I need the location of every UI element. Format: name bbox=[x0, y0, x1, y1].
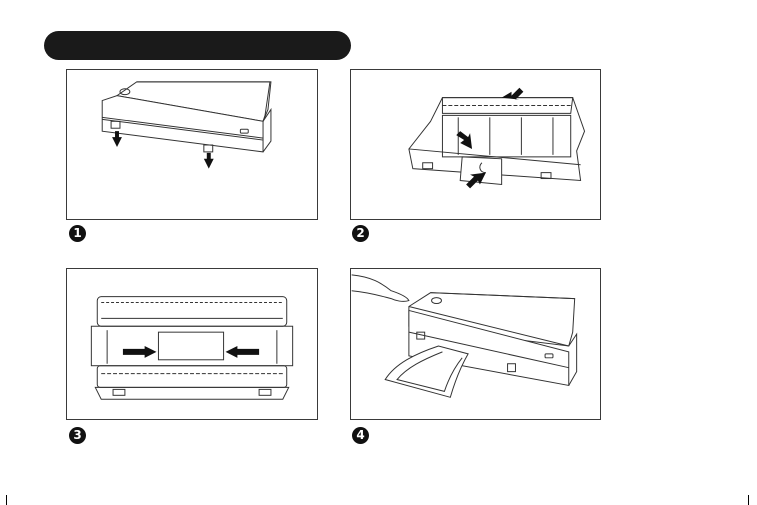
step-3-illustration bbox=[66, 268, 318, 420]
press-arrow-icon bbox=[204, 153, 214, 169]
step-2-illustration bbox=[350, 69, 601, 220]
step-number-3: 3 bbox=[69, 427, 86, 444]
sealer-open-icon bbox=[409, 98, 585, 185]
crop-mark bbox=[748, 495, 749, 505]
sealer-top-view-icon bbox=[91, 297, 292, 400]
step-4-illustration bbox=[350, 268, 601, 420]
crop-mark bbox=[6, 495, 7, 505]
step-number-4: 4 bbox=[352, 427, 369, 444]
step-1-illustration bbox=[66, 69, 318, 220]
bag-icon bbox=[385, 346, 468, 397]
hand-pressing-icon bbox=[352, 275, 409, 301]
step-number-1: 1 bbox=[69, 225, 86, 242]
sealer-closed-icon bbox=[102, 82, 271, 152]
step-number-2: 2 bbox=[352, 225, 369, 242]
section-header-bar bbox=[44, 31, 351, 60]
press-arrow-icon bbox=[226, 346, 260, 358]
press-arrow-icon bbox=[123, 346, 157, 358]
